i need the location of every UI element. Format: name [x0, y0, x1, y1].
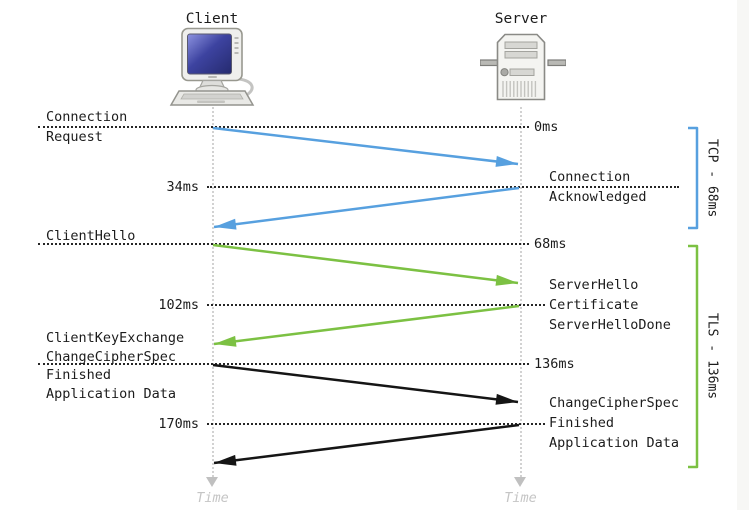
message-arrowhead — [495, 274, 518, 286]
message-label-client: ClientKeyExchange — [46, 330, 185, 346]
message-label-client: Application Data — [46, 386, 177, 402]
phase-bracket-label-tls: TLS - 136ms — [704, 313, 720, 400]
message-label-server: Acknowledged — [549, 189, 647, 205]
tick-label-34ms: 34ms — [166, 179, 199, 195]
message-arrow-client-to-server — [212, 243, 519, 285]
time-axis-label-client: Time — [196, 490, 229, 506]
client-actor-label: Client — [185, 11, 239, 27]
message-label-client: Connection — [46, 109, 128, 125]
page-right-edge — [737, 0, 749, 510]
server-tower-icon — [480, 33, 566, 101]
message-label-server: Certificate — [549, 297, 639, 313]
message-label-server: ServerHelloDone — [549, 317, 671, 333]
tick-line-170ms — [207, 423, 545, 425]
message-label-client: ClientHello — [46, 228, 136, 244]
message-arrowhead — [214, 335, 237, 347]
message-label-server: Connection — [549, 169, 631, 185]
message-label-server: Finished — [549, 415, 615, 431]
message-arrow-server-to-client — [213, 304, 520, 346]
server-actor-label: Server — [494, 11, 548, 27]
message-arrow-client-to-server — [212, 363, 519, 404]
message-arrowhead — [214, 218, 237, 230]
desktop-computer-icon — [169, 27, 255, 106]
message-label-server: ChangeCipherSpec — [549, 395, 680, 411]
lifeline-client — [211, 107, 214, 477]
tick-label-0ms: 0ms — [534, 119, 559, 135]
tick-label-170ms: 170ms — [158, 416, 199, 432]
tick-label-102ms: 102ms — [158, 297, 199, 313]
phase-bracket-tls — [688, 244, 699, 469]
lifeline-arrowhead-server — [514, 477, 526, 487]
message-arrow-client-to-server — [212, 126, 519, 166]
message-arrow-server-to-client — [213, 186, 520, 229]
message-label-client: Finished — [46, 367, 112, 383]
message-arrowhead — [495, 393, 518, 405]
message-label-server: Application Data — [549, 435, 680, 451]
message-arrowhead — [214, 454, 237, 466]
message-arrow-server-to-client — [213, 423, 520, 465]
tick-label-136ms: 136ms — [534, 356, 575, 372]
tick-label-68ms: 68ms — [534, 236, 567, 252]
message-label-server: ServerHello — [549, 277, 639, 293]
lifeline-server — [519, 107, 522, 477]
message-label-client: Request — [46, 129, 103, 145]
message-arrowhead — [495, 155, 518, 167]
lifeline-arrowhead-client — [206, 477, 218, 487]
phase-bracket-label-tcp: TCP - 68ms — [704, 138, 720, 218]
message-label-client: ChangeCipherSpec — [46, 348, 177, 365]
tick-line-0ms — [38, 126, 529, 128]
phase-bracket-tcp — [688, 126, 699, 230]
tick-line-102ms — [207, 304, 545, 306]
time-axis-label-server: Time — [504, 490, 537, 506]
